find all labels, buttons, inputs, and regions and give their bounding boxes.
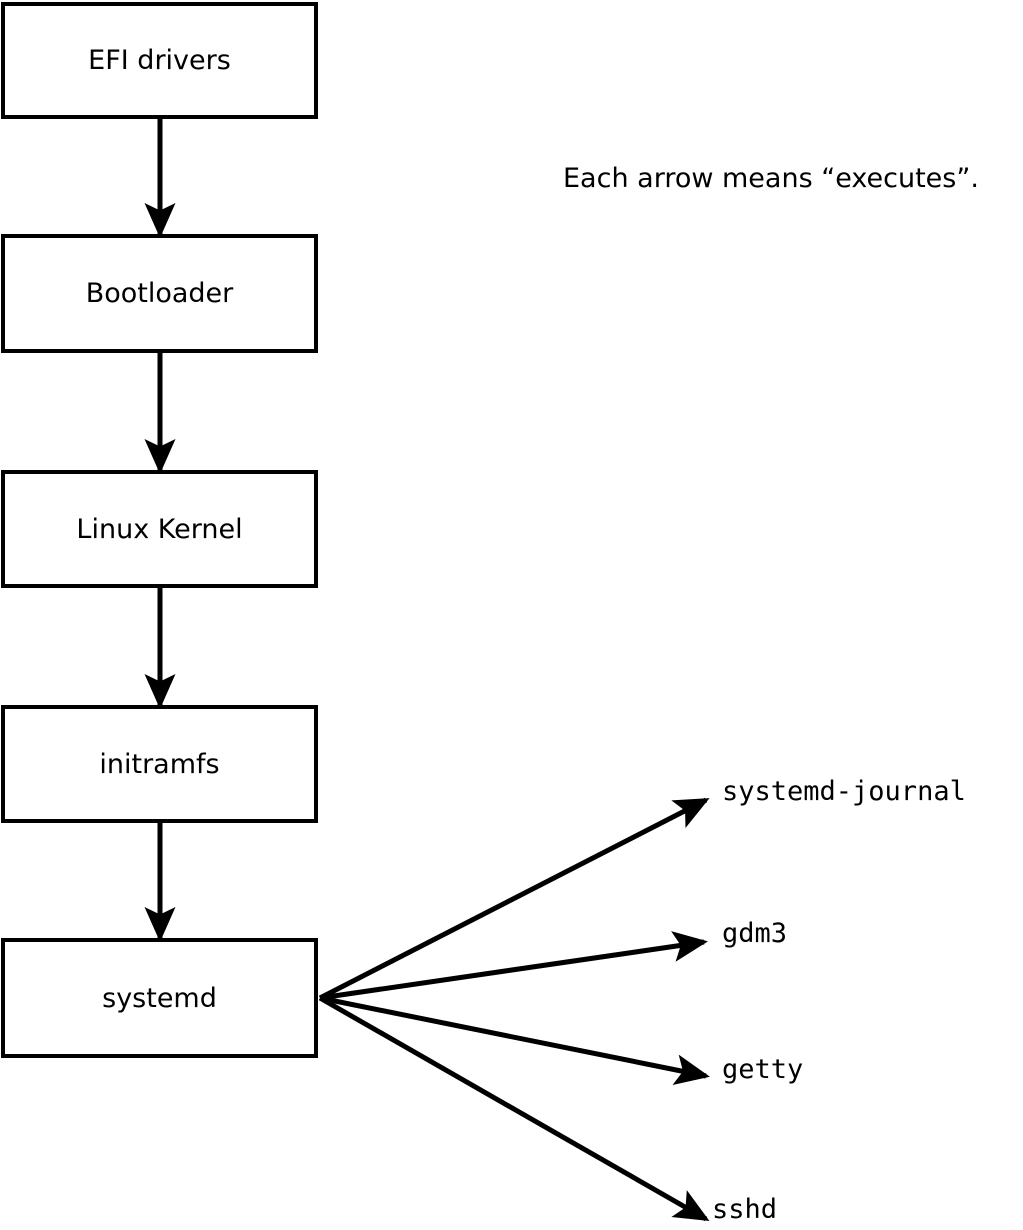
- service-label-gdm3: gdm3: [722, 918, 788, 949]
- node-label-linux-kernel: Linux Kernel: [76, 513, 243, 545]
- node-bootloader[interactable]: Bootloader: [1, 234, 318, 353]
- node-efi-drivers[interactable]: EFI drivers: [1, 2, 318, 119]
- legend-note: Each arrow means “executes”.: [563, 163, 979, 194]
- node-label-initramfs: initramfs: [99, 748, 220, 780]
- node-initramfs[interactable]: initramfs: [1, 705, 318, 823]
- fanout-arrow-sshd: [318, 995, 710, 1222]
- service-label-getty: getty: [722, 1054, 804, 1085]
- fanout-arrow-getty: [319, 995, 710, 1086]
- node-label-bootloader: Bootloader: [85, 278, 234, 309]
- service-label-sshd: sshd: [712, 1194, 778, 1225]
- node-label-systemd: systemd: [102, 982, 217, 1014]
- node-label-efi-drivers: EFI drivers: [88, 45, 231, 76]
- fanout-arrow-gdm3: [319, 931, 708, 1001]
- service-label-systemd-journal: systemd-journal: [722, 776, 966, 807]
- node-linux-kernel[interactable]: Linux Kernel: [1, 470, 318, 588]
- node-systemd[interactable]: systemd: [1, 938, 318, 1058]
- fanout-arrow-systemd-journal: [318, 797, 710, 1001]
